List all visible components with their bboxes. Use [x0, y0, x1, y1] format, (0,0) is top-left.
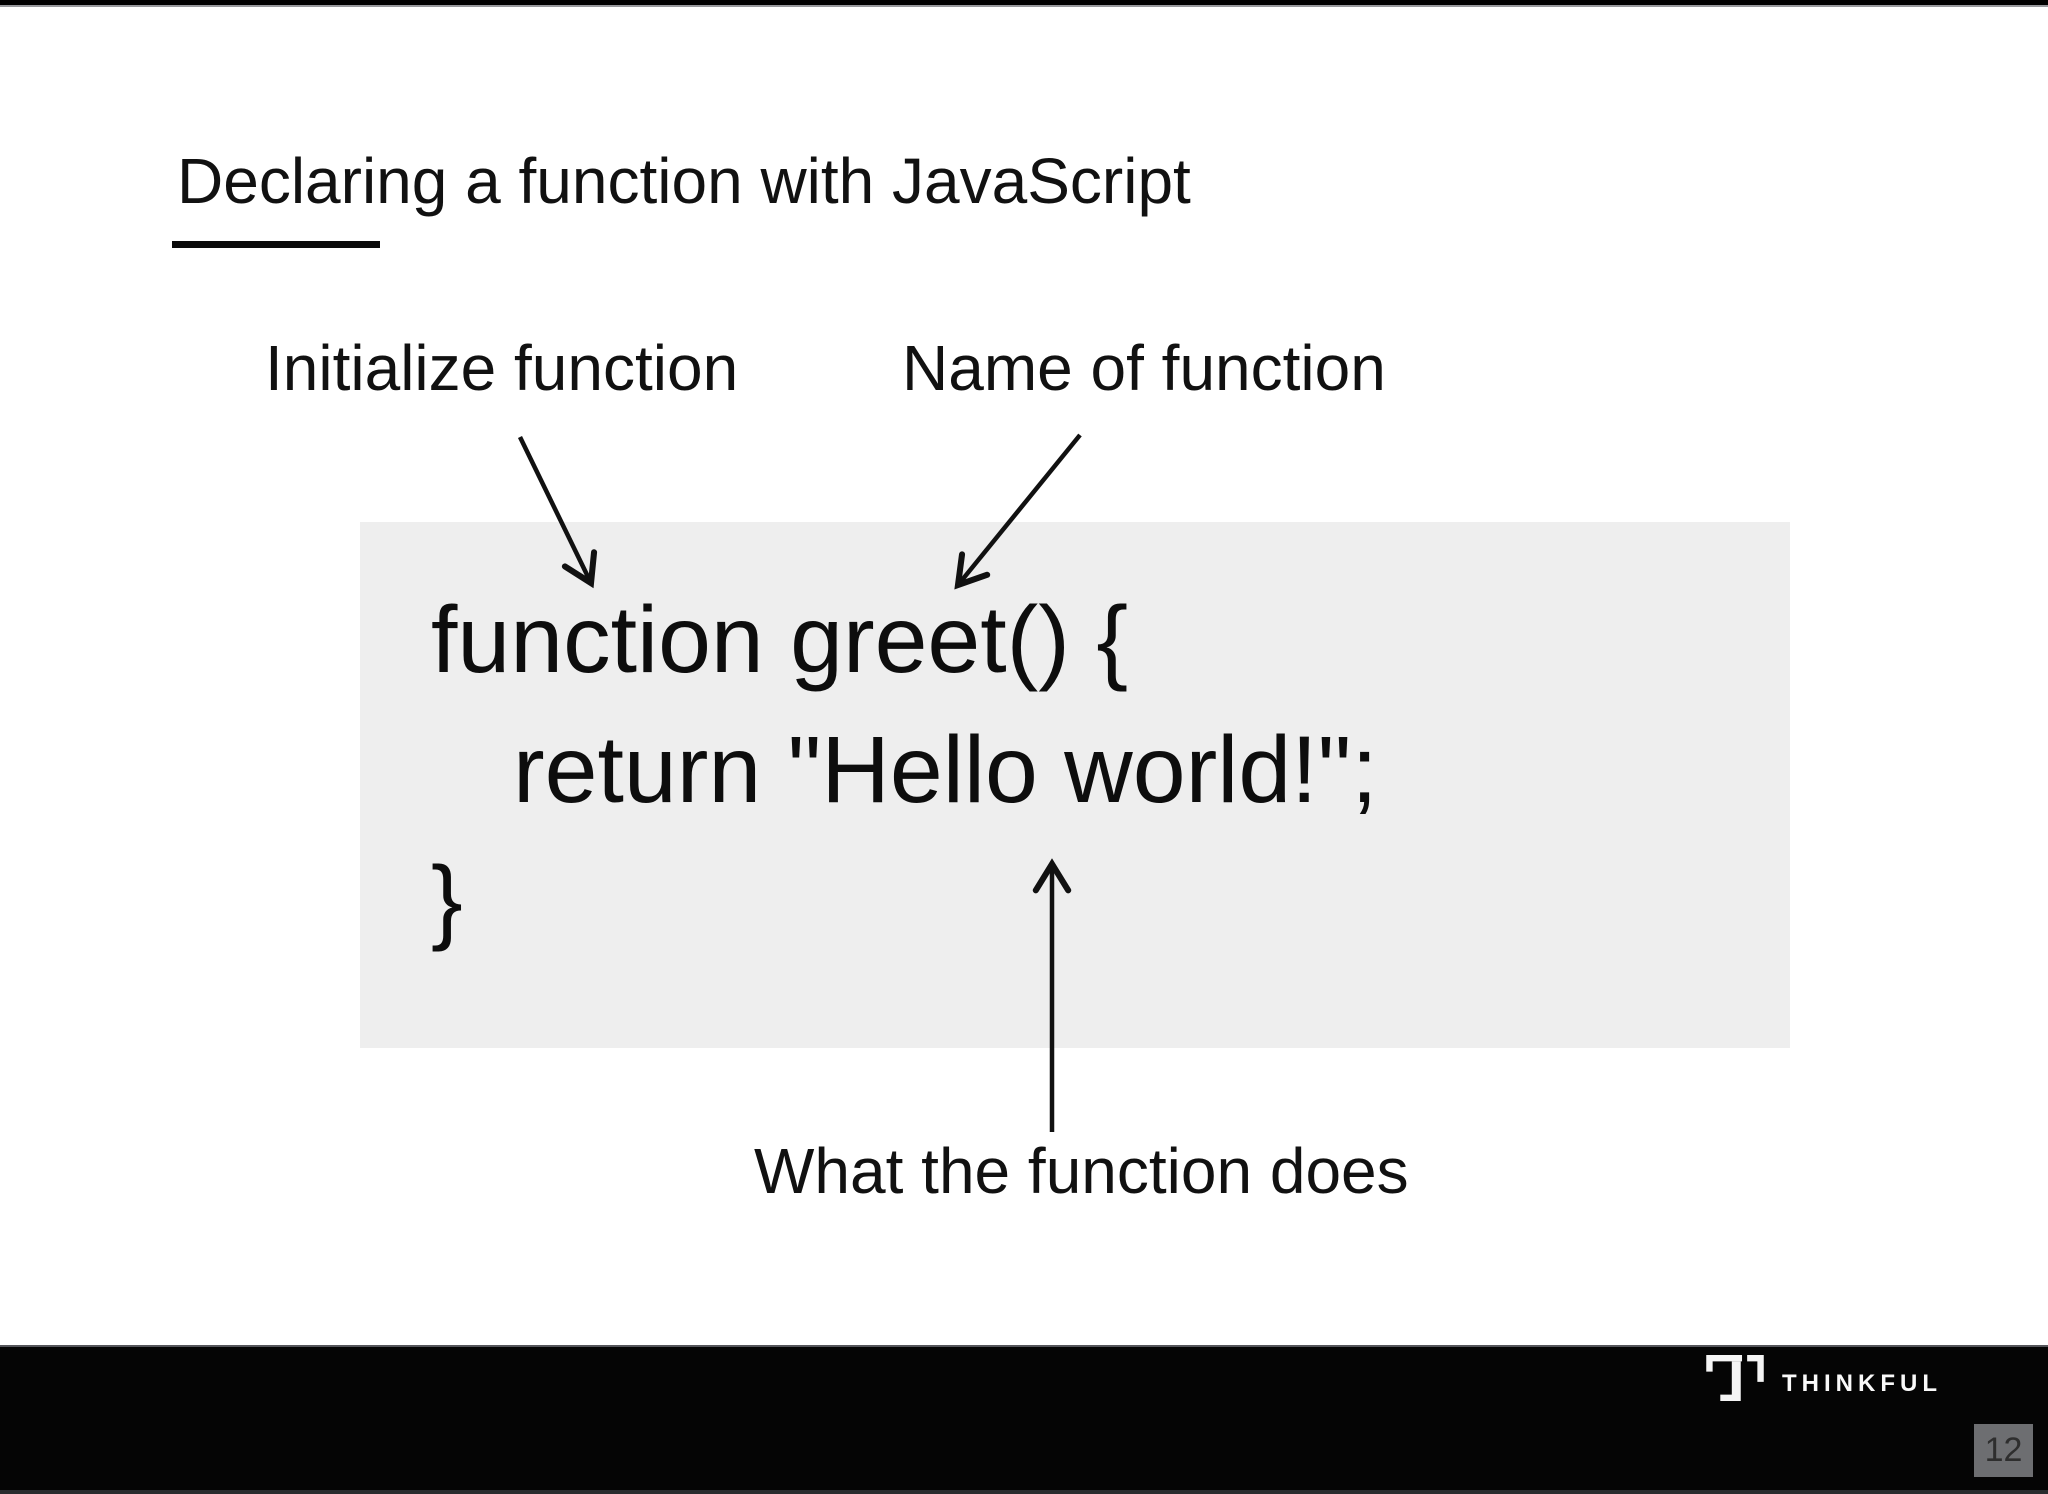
- top-bar: [0, 0, 2048, 7]
- code-block: function greet() { return "Hello world!"…: [360, 522, 1790, 965]
- label-what-function-does: What the function does: [754, 1135, 1409, 1207]
- code-line-1: function greet() {: [431, 587, 1129, 693]
- footer-bottom-line: [0, 1490, 2048, 1494]
- thinkful-wordmark: THINKFUL: [1782, 1370, 1942, 1397]
- code-line-2: return "Hello world!";: [513, 717, 1378, 823]
- label-initialize-function: Initialize function: [265, 332, 739, 404]
- code-line-3: }: [431, 847, 463, 953]
- page-number-badge: 12: [1974, 1424, 2033, 1477]
- title-underline: [172, 241, 380, 248]
- label-name-of-function: Name of function: [902, 332, 1386, 404]
- footer-bar: THINKFUL 12: [0, 1345, 2048, 1494]
- thinkful-logo-icon: [1706, 1355, 1764, 1401]
- code-box: function greet() { return "Hello world!"…: [360, 522, 1790, 1048]
- slide-title: Declaring a function with JavaScript: [177, 145, 1191, 217]
